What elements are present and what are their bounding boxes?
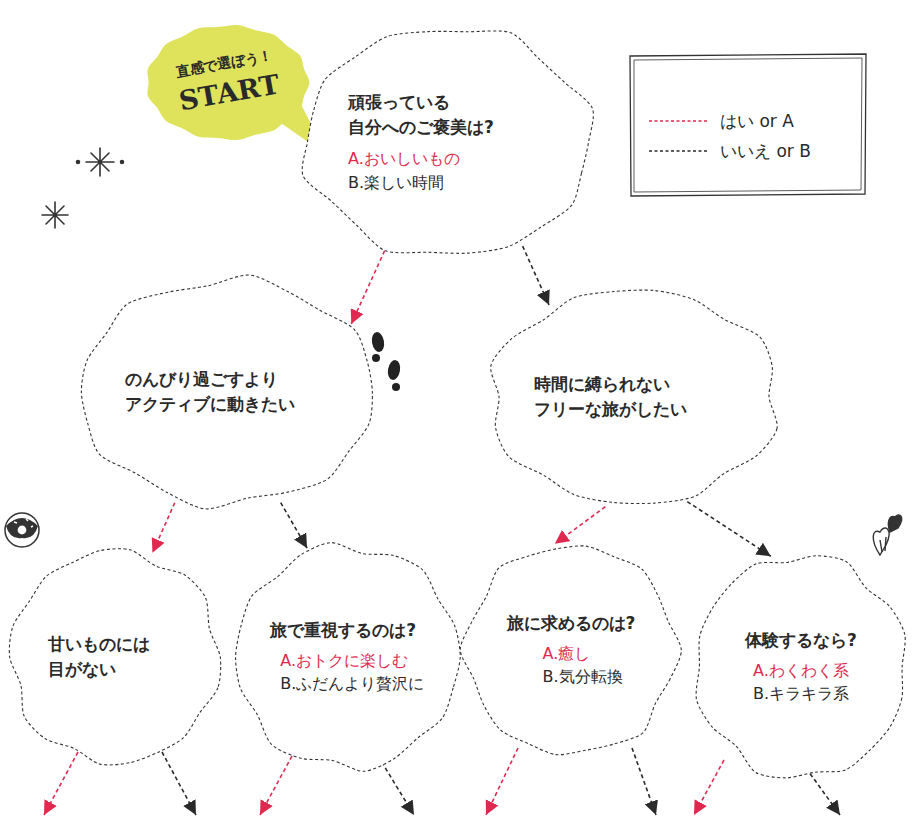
node-title: 旅に求めるのは? <box>507 611 636 636</box>
legend-line-sample <box>648 116 710 126</box>
node-title: 体験するなら? <box>745 628 857 653</box>
node-content: 頑張っている 自分へのご褒美は? A.おいしいものB.楽しい時間 <box>348 90 548 194</box>
legend-item: いいえ or B <box>648 136 811 166</box>
legend-dash <box>649 150 709 152</box>
node-content: 旅で重視するのは? A.おトクに楽しむB.ふだんより贅沢に <box>270 618 424 695</box>
node-title: 時間に縛られない フリーな旅がしたい <box>534 372 734 421</box>
flow-arrow <box>687 502 771 557</box>
bubble-path <box>81 275 372 509</box>
footprints <box>370 331 401 391</box>
legend-text: いいえ or B <box>720 140 811 163</box>
option-text: B.楽しい時間 <box>348 171 548 194</box>
flow-arrow <box>351 251 384 324</box>
option-text: B.気分転換 <box>543 665 636 688</box>
donut <box>5 513 39 547</box>
node-content: のんびり過ごすより アクティブに動きたい <box>125 367 330 416</box>
legend-dash <box>649 120 709 122</box>
node-content: 時間に縛られない フリーな旅がしたい <box>534 372 734 421</box>
node-title: 甘いものには 目がない <box>48 632 183 681</box>
sparkle <box>42 148 124 228</box>
bubble-path <box>491 290 778 503</box>
bubble-path <box>236 543 461 772</box>
question-bubble: 旅で重視するのは? A.おトクに楽しむB.ふだんより贅沢に <box>230 540 465 774</box>
flow-arrow <box>523 246 549 305</box>
legend-frame <box>630 54 866 196</box>
option-text: A.おいしいもの <box>348 147 548 170</box>
bubble-outline <box>74 274 381 510</box>
bubble-outline <box>484 284 784 510</box>
legend: はい or A いいえ or B <box>648 106 811 166</box>
node-content: 甘いものには 目がない <box>48 632 183 681</box>
start-cloud: 直感で選ぼう！START <box>140 20 315 145</box>
node-title: 頑張っている 自分へのご褒美は? <box>348 90 548 139</box>
legend-text: はい or A <box>720 110 794 133</box>
question-bubble: 頑張っている 自分へのご褒美は? A.おいしいものB.楽しい時間 <box>298 22 598 262</box>
flow-arrow <box>555 507 606 544</box>
hearts <box>873 515 901 555</box>
legend-item: はい or A <box>648 106 811 136</box>
flow-arrow <box>281 503 307 549</box>
option-text: A.癒し <box>543 642 636 665</box>
flow-arrow <box>152 503 174 553</box>
option-text: B.ふだんより贅沢に <box>280 672 424 695</box>
bubble-outline <box>298 22 598 262</box>
option-text: B.キラキラ系 <box>753 682 857 705</box>
question-bubble: のんびり過ごすより アクティブに動きたい <box>74 274 381 510</box>
bubble-path <box>460 546 681 755</box>
question-bubble: 旅に求めるのは? A.癒しB.気分転換 <box>460 540 682 760</box>
legend-line-sample <box>648 146 710 156</box>
question-bubble: 甘いものには 目がない <box>5 545 225 769</box>
option-text: A.わくわく系 <box>753 659 857 682</box>
bubble-outline <box>5 545 225 769</box>
bubble-path <box>9 549 220 765</box>
node-title: のんびり過ごすより アクティブに動きたい <box>125 367 330 416</box>
bubble-path <box>302 31 593 253</box>
question-bubble: 体験するなら? A.わくわく系B.キラキラ系 <box>690 550 912 784</box>
result-arrow <box>44 748 840 815</box>
node-content: 旅に求めるのは? A.癒しB.気分転換 <box>507 611 636 688</box>
bubble-path <box>696 556 905 778</box>
node-title: 旅で重視するのは? <box>270 618 424 643</box>
question-bubble: 時間に縛られない フリーな旅がしたい <box>484 284 784 510</box>
option-text: A.おトクに楽しむ <box>280 649 424 672</box>
node-content: 体験するなら? A.わくわく系B.キラキラ系 <box>745 628 857 705</box>
cloud-body <box>147 25 309 140</box>
